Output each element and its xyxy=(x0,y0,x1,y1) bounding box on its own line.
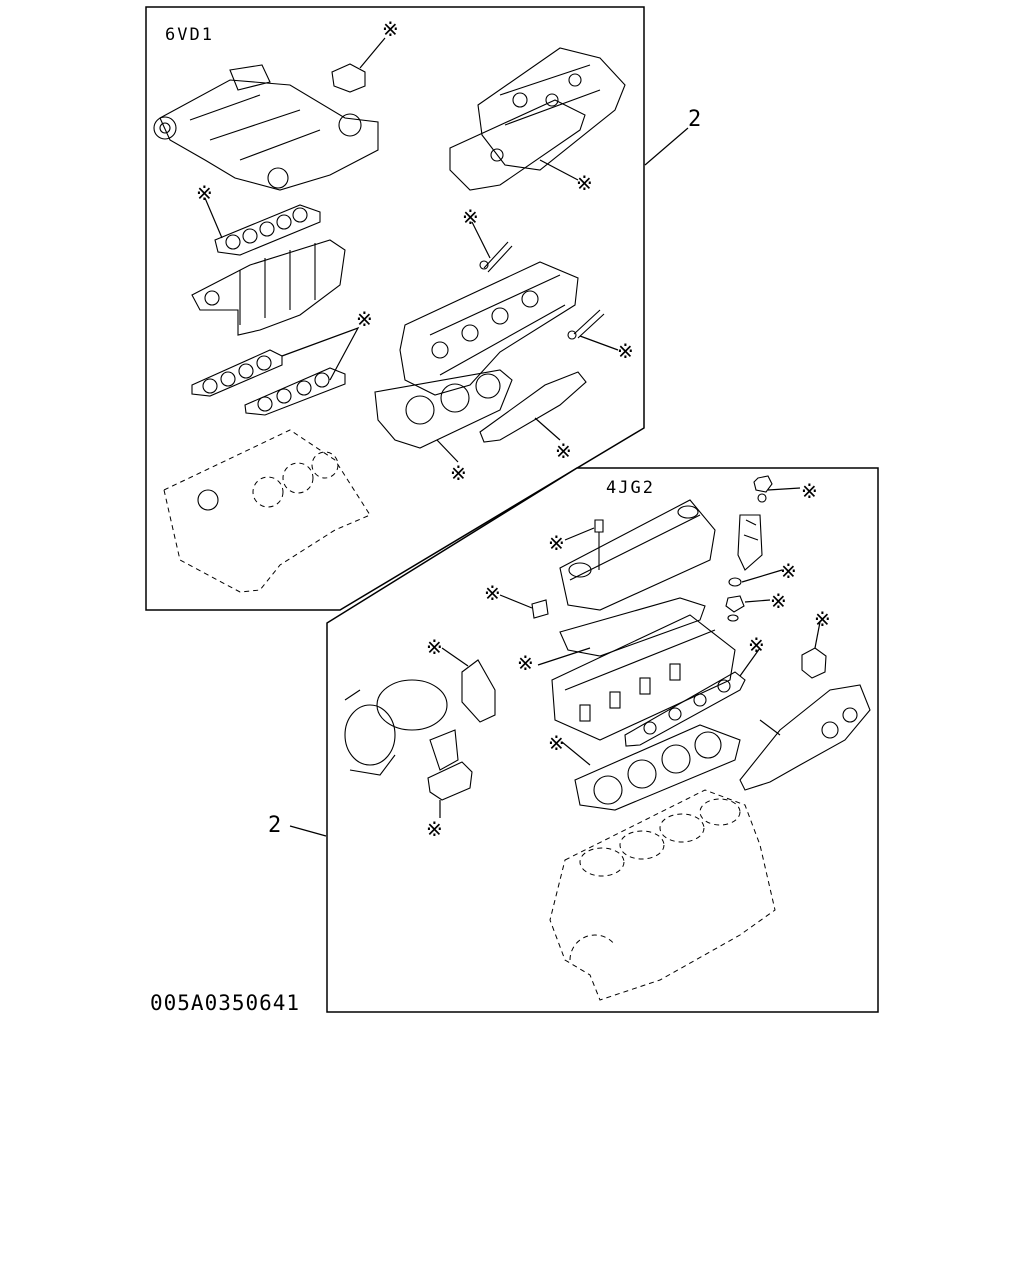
throttle-gasket xyxy=(331,63,366,93)
exhaust-manifold-4jg2 xyxy=(739,684,871,791)
cylinder-head-gasket-6vd1 xyxy=(374,369,513,449)
cylinder-head-4jg2 xyxy=(551,614,736,741)
injector-nozzle xyxy=(737,514,763,571)
cylinder-block-4jg2 xyxy=(549,789,776,1001)
panel-6vd1-frame xyxy=(145,6,645,611)
valve-cover-gasket-4jg2 xyxy=(559,597,706,657)
head-bolt-upper xyxy=(479,241,513,273)
valve-cover-bolt xyxy=(594,519,604,570)
turbocharger xyxy=(344,679,459,776)
callout-leader-top xyxy=(644,127,689,166)
cylinder-head-gasket-4jg2 xyxy=(574,724,741,811)
marker-exhaust-gaskets: ※ xyxy=(356,307,373,331)
marker-throttle-gasket: ※ xyxy=(382,17,399,41)
marker-injector-nut: ※ xyxy=(801,479,818,503)
valve-cover-4jg2 xyxy=(559,499,716,611)
marker-injector-washer: ※ xyxy=(780,559,797,583)
engine-label-4jg2: 4JG2 xyxy=(606,478,655,498)
marker-head-bolt-right: ※ xyxy=(617,339,634,363)
marker-valve-cover-bolt: ※ xyxy=(548,531,565,555)
marker-injector-seal: ※ xyxy=(770,589,787,613)
injector-ring xyxy=(727,614,739,622)
intake-plenum-gasket xyxy=(214,204,321,256)
injector-nut xyxy=(753,475,773,503)
marker-exhaust-gasket-4jg2: ※ xyxy=(748,633,765,657)
panel-6vd1: 6VD1 ※ ※ xyxy=(145,6,645,611)
injector-seal xyxy=(725,595,745,613)
exhaust-manifold-gasket-4jg2 xyxy=(624,671,746,747)
injector-washer xyxy=(728,577,742,587)
cylinder-block-6vd1 xyxy=(163,429,371,593)
drawing-code: 005A0350641 xyxy=(150,991,300,1015)
oil-filler-plug xyxy=(531,599,549,619)
marker-intake-plenum-gasket: ※ xyxy=(196,181,213,205)
cylinder-head-6vd1 xyxy=(399,261,579,396)
valve-cover xyxy=(477,47,626,171)
marker-egr-gasket: ※ xyxy=(814,607,831,631)
head-bolt-right xyxy=(567,309,605,340)
marker-oil-filler-plug: ※ xyxy=(484,581,501,605)
valve-cover-gasket xyxy=(449,99,586,191)
marker-head-bolt-upper: ※ xyxy=(462,205,479,229)
marker-valve-cover-gasket-4jg2: ※ xyxy=(517,651,534,675)
exhaust-crossover-gasket xyxy=(479,371,587,443)
exhaust-manifold-gaskets xyxy=(191,349,346,416)
marker-crossover-gasket: ※ xyxy=(555,439,572,463)
marker-head-gasket-6vd1: ※ xyxy=(450,461,467,485)
marker-valve-cover-gasket: ※ xyxy=(576,171,593,195)
callout-leader-bottom xyxy=(289,825,327,837)
lower-intake-manifold xyxy=(191,239,346,336)
panel-4jg2-frame xyxy=(326,467,879,1013)
panel-4jg2: 4JG2 ※ ※ ※ ※ xyxy=(326,467,879,1013)
upper-intake-manifold xyxy=(153,64,379,191)
engine-label-6vd1: 6VD1 xyxy=(165,25,214,45)
turbo-outlet-gasket xyxy=(427,761,473,801)
marker-turbo-outlet-gasket: ※ xyxy=(426,817,443,841)
callout-top-ref: 2 xyxy=(688,107,701,132)
marker-turbo-inlet-gasket: ※ xyxy=(426,635,443,659)
callout-bottom-ref: 2 xyxy=(268,813,281,838)
marker-head-gasket-4jg2: ※ xyxy=(548,731,565,755)
turbo-inlet-gasket xyxy=(461,659,496,723)
